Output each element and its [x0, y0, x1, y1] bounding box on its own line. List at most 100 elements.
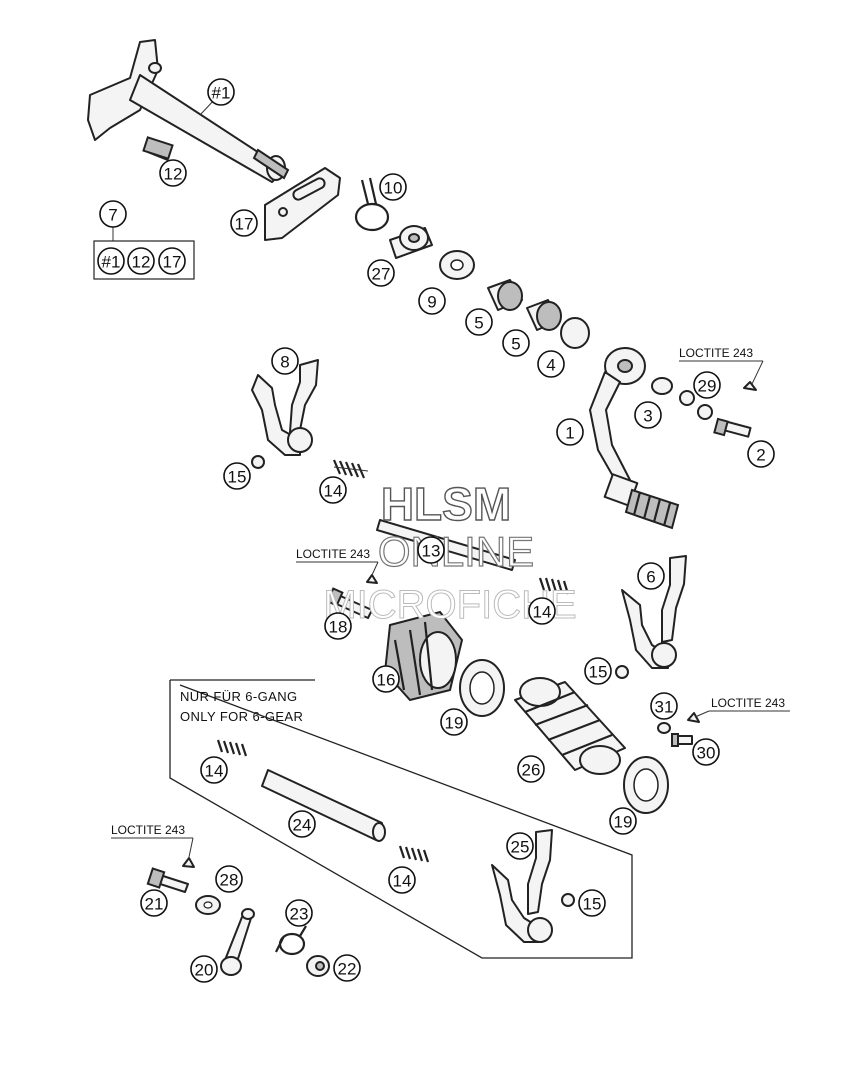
callout-number: 9 [427, 293, 436, 312]
callout-number: 18 [329, 618, 348, 637]
callout-number: 21 [145, 895, 164, 914]
callout-number: 24 [293, 816, 312, 835]
callout-25: 15 [584, 657, 612, 685]
shift-lever-part [589, 347, 680, 530]
callout-circle [537, 350, 565, 378]
callout-11: 5 [502, 329, 530, 357]
callout-16: 1 [556, 418, 584, 446]
callout-circle [609, 807, 637, 835]
callout-circle [215, 865, 243, 893]
callout-number: 15 [589, 663, 608, 682]
callout-13: 8 [271, 347, 299, 375]
callout-40: 22 [333, 954, 361, 982]
callout-circle [578, 889, 606, 917]
compression-spring-part [216, 739, 248, 757]
bolt-part [326, 587, 373, 619]
svg-text:HLSM: HLSM [381, 478, 511, 530]
compression-spring-part [332, 459, 369, 479]
note-line-2: ONLY FOR 6-GEAR [180, 709, 303, 724]
callout-34: 25 [506, 832, 534, 860]
callout-circle [319, 476, 347, 504]
callout-circle [747, 440, 775, 468]
shift-plate-part [264, 167, 341, 241]
callout-0: #1 [207, 78, 235, 106]
bolt-part [713, 417, 752, 438]
callout-23: 6 [637, 562, 665, 590]
shift-fork-part [491, 829, 553, 943]
callout-number: 14 [205, 762, 224, 781]
lock-washer-part [679, 390, 695, 406]
shift-fork-part [621, 555, 687, 669]
callout-circle [528, 597, 556, 625]
callout-circle [418, 287, 446, 315]
callout-number: 14 [324, 482, 343, 501]
loctite-drop-icon [182, 857, 195, 868]
callout-circle [465, 308, 493, 336]
callout-circle [190, 955, 218, 983]
washer-part [195, 895, 221, 915]
callout-circle [372, 665, 400, 693]
callout-7: 17 [158, 247, 186, 275]
callout-number: 17 [163, 253, 182, 272]
shift-arm-part [220, 908, 255, 976]
callout-3: 17 [230, 209, 258, 237]
callout-number: 12 [164, 165, 183, 184]
callout-circle [207, 78, 235, 106]
callout-number: 4 [546, 356, 555, 375]
detent-ball-part [251, 455, 265, 469]
callout-number: 26 [522, 761, 541, 780]
callout-number: 5 [511, 335, 520, 354]
callout-9: 9 [418, 287, 446, 315]
callout-circle [650, 692, 678, 720]
callout-number: #1 [212, 84, 231, 103]
callout-circle [584, 657, 612, 685]
callout-circle [417, 536, 445, 564]
callout-circle [271, 347, 299, 375]
detent-ball-part [615, 665, 629, 679]
callout-circle [367, 259, 395, 287]
callout-number: 5 [474, 314, 483, 333]
svg-text:LOCTITE 243: LOCTITE 243 [711, 696, 785, 710]
svg-text:LOCTITE 243: LOCTITE 243 [679, 346, 753, 360]
svg-text:LOCTITE 243: LOCTITE 243 [111, 823, 185, 837]
callout-15: 29 [693, 371, 721, 399]
callout-35: 15 [578, 889, 606, 917]
needle-bearing-part [487, 279, 523, 311]
callout-33: 14 [388, 866, 416, 894]
washer-part [657, 722, 671, 734]
callout-4: 7 [99, 200, 127, 228]
callout-circle [502, 329, 530, 357]
callout-circle [285, 899, 313, 927]
watermark: HLSM ONLINE MICROFICHE [323, 477, 577, 627]
callout-8: 27 [367, 259, 395, 287]
callout-28: 19 [440, 708, 468, 736]
callout-number: 10 [384, 179, 403, 198]
callout-number: 3 [643, 407, 652, 426]
shift-drum-locator-part [383, 610, 464, 702]
loctite-label: LOCTITE 243 [679, 346, 764, 385]
loctite-drop-icon [743, 381, 757, 391]
callout-29: 26 [517, 755, 545, 783]
shift-drum-part [514, 677, 626, 775]
shift-rod-part [376, 519, 516, 571]
callout-circle [288, 810, 316, 838]
seal-ring-part [560, 317, 590, 349]
detent-ball-part [561, 893, 575, 907]
callout-circle [388, 866, 416, 894]
small-spring-part [142, 136, 174, 162]
callout-circle [637, 562, 665, 590]
torsion-spring-part [275, 925, 307, 956]
callout-circle [517, 755, 545, 783]
callout-number: 14 [393, 872, 412, 891]
callout-21: 18 [324, 612, 352, 640]
bearing-part [459, 659, 505, 717]
callout-number: 20 [195, 961, 214, 980]
callout-circle [127, 247, 155, 275]
callout-circle [200, 756, 228, 784]
bolt-part [146, 867, 189, 893]
callout-39: 20 [190, 955, 218, 983]
callout-22: 14 [528, 597, 556, 625]
callout-32: 24 [288, 810, 316, 838]
compression-spring-part [398, 845, 430, 863]
callout-number: 7 [108, 206, 117, 225]
